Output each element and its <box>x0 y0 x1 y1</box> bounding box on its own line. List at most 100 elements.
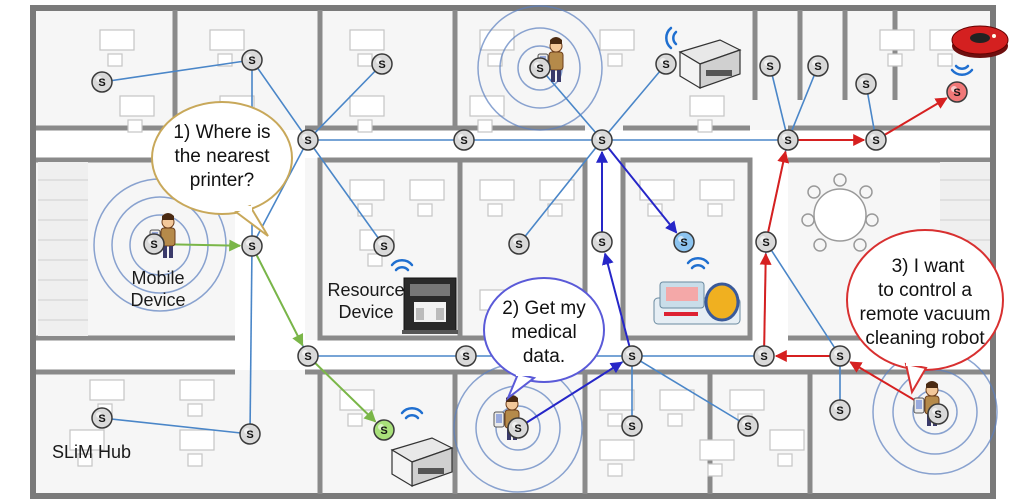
printer-icon <box>678 39 742 90</box>
node-n33: S <box>829 399 851 421</box>
node-n11: S <box>453 129 475 151</box>
route-segment <box>517 361 623 429</box>
desk <box>599 29 635 67</box>
resource-device-line-2: Device <box>338 302 393 322</box>
desk <box>599 389 635 427</box>
network-link <box>601 63 667 141</box>
node-label: S <box>862 79 869 91</box>
node-label: S <box>953 87 960 99</box>
node-label: S <box>628 351 635 363</box>
bubble-1-line-3: printer? <box>190 170 254 191</box>
label-mobile-device: Mobile Device <box>130 268 185 310</box>
node-n5: S <box>655 53 677 75</box>
node-n31: S <box>621 415 643 437</box>
desk <box>69 429 105 467</box>
network-link <box>307 63 383 141</box>
node-n1: S <box>91 71 113 93</box>
node-n19: S <box>591 231 613 253</box>
bubble-2-line-2: medical <box>511 322 576 343</box>
wifi-icon <box>390 259 414 272</box>
node-n7: S <box>807 55 829 77</box>
node-label: S <box>762 237 769 249</box>
vacuum-robot-icon <box>951 25 1009 58</box>
desk <box>119 95 155 133</box>
desk <box>599 439 635 477</box>
network-link <box>101 59 253 83</box>
bubble-3-line-4: cleaning robot <box>865 328 985 349</box>
node-n27: S <box>91 407 113 429</box>
node-label: S <box>766 61 773 73</box>
node-n18: S <box>508 233 530 255</box>
node-n29: S <box>373 419 395 441</box>
network-link <box>631 355 749 427</box>
node-n25: S <box>753 345 775 367</box>
desk <box>349 179 385 217</box>
route-segment <box>601 139 678 234</box>
desk <box>339 389 375 427</box>
node-n6: S <box>759 55 781 77</box>
node-n21: S <box>755 231 777 253</box>
network-link <box>249 245 253 435</box>
bubble-2-line-3: data. <box>523 346 565 367</box>
desk <box>879 29 915 67</box>
bubble-1-line-2: the nearest <box>174 146 270 167</box>
node-label: S <box>836 405 843 417</box>
node-label: S <box>536 63 543 75</box>
label-resource-device: Resource Device <box>327 280 404 322</box>
node-label: S <box>628 421 635 433</box>
desk <box>769 429 805 467</box>
node-n15: S <box>143 233 165 255</box>
node-label: S <box>378 59 385 71</box>
node-label: S <box>246 429 253 441</box>
node-n14: S <box>865 129 887 151</box>
node-label: S <box>680 237 687 249</box>
network-link <box>539 67 603 141</box>
desk <box>639 179 675 217</box>
node-n10: S <box>297 129 319 151</box>
route-segment <box>251 245 304 347</box>
bubble-3-line-1: 3) I want <box>892 256 966 277</box>
meeting-table <box>801 173 879 252</box>
node-n28: S <box>239 423 261 445</box>
node-label: S <box>836 351 843 363</box>
desk <box>179 379 215 417</box>
node-n4: S <box>529 57 551 79</box>
node-label: S <box>760 351 767 363</box>
network-link <box>251 59 309 141</box>
desk <box>659 389 695 427</box>
desk <box>409 179 445 217</box>
mobile-device-line-1: Mobile <box>131 268 184 288</box>
node-n8: S <box>855 73 877 95</box>
route-segment <box>875 97 948 141</box>
coffee-machine-icon <box>402 277 458 334</box>
bubble-2-line-1: 2) Get my <box>502 298 586 319</box>
node-label: S <box>380 425 387 437</box>
route-segment <box>307 355 377 423</box>
desk <box>99 29 135 67</box>
network-link <box>765 241 841 357</box>
node-label: S <box>872 135 879 147</box>
desk <box>689 95 725 133</box>
desk <box>209 29 245 67</box>
node-n13: S <box>777 129 799 151</box>
node-n32: S <box>737 415 759 437</box>
desk <box>479 29 515 67</box>
node-n2: S <box>241 49 263 71</box>
network-link <box>518 139 603 245</box>
node-label: S <box>150 239 157 251</box>
bubble-1: 1) Where is the nearest printer? <box>151 101 293 237</box>
bubble-3-line-2: to control a <box>878 280 972 301</box>
mobile-device-line-2: Device <box>130 290 185 310</box>
desk <box>179 429 215 467</box>
node-label: S <box>248 241 255 253</box>
network-link <box>769 65 789 141</box>
node-label: S <box>598 135 605 147</box>
wifi-icon <box>665 26 678 50</box>
node-label: S <box>662 59 669 71</box>
bubble-3: 3) I want to control a remote vacuum cle… <box>846 229 1004 395</box>
medical-device-icon <box>653 281 741 325</box>
node-n20: S <box>673 231 695 253</box>
node-label: S <box>304 351 311 363</box>
node-label: S <box>304 135 311 147</box>
